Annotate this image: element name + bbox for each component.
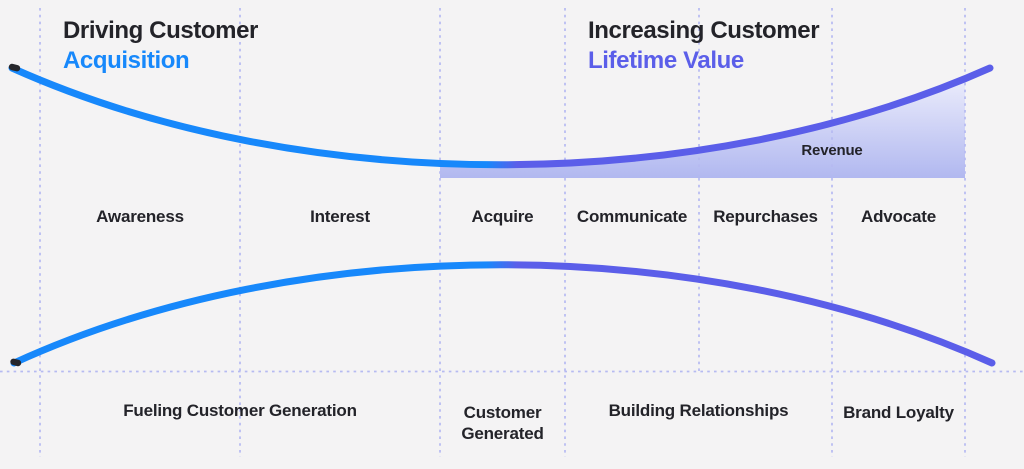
heading-left-line2: Acquisition	[63, 47, 190, 74]
phase-label-customer-generated: Customer Generated	[461, 403, 544, 443]
dashed-gridlines	[0, 8, 1024, 457]
stage-label-repurchases: Repurchases	[713, 207, 818, 226]
stage-label-communicate: Communicate	[576, 207, 688, 226]
heading-right-line2: Lifetime Value	[588, 47, 744, 74]
stage-label-awareness: Awareness	[96, 207, 184, 226]
stage-label-advocate: Advocate	[861, 207, 936, 226]
upper-curve-dark-tip	[8, 63, 21, 72]
lower-curve-dark-tip	[10, 358, 22, 367]
heading-left-line1: Driving Customer	[63, 17, 258, 44]
phase-label-building-relationships: Building Relationships	[608, 401, 789, 420]
phase-label-fueling-customer-generation: Fueling Customer Generation	[123, 401, 357, 420]
heading-right-line1: Increasing Customer	[588, 17, 820, 44]
revenue-area-label: Revenue	[801, 142, 863, 159]
revenue-area-fill	[440, 78, 965, 178]
stage-label-acquire: Acquire	[471, 207, 534, 226]
heading-increasing-customer-ltv: Increasing Customer Lifetime Value	[588, 16, 820, 76]
phase-label-brand-loyalty: Brand Loyalty	[843, 403, 954, 422]
lower-funnel-curve	[10, 261, 996, 367]
upper-funnel-curve	[8, 64, 994, 169]
stage-label-interest: Interest	[310, 207, 370, 226]
heading-driving-customer-acquisition: Driving Customer Acquisition	[63, 16, 258, 76]
